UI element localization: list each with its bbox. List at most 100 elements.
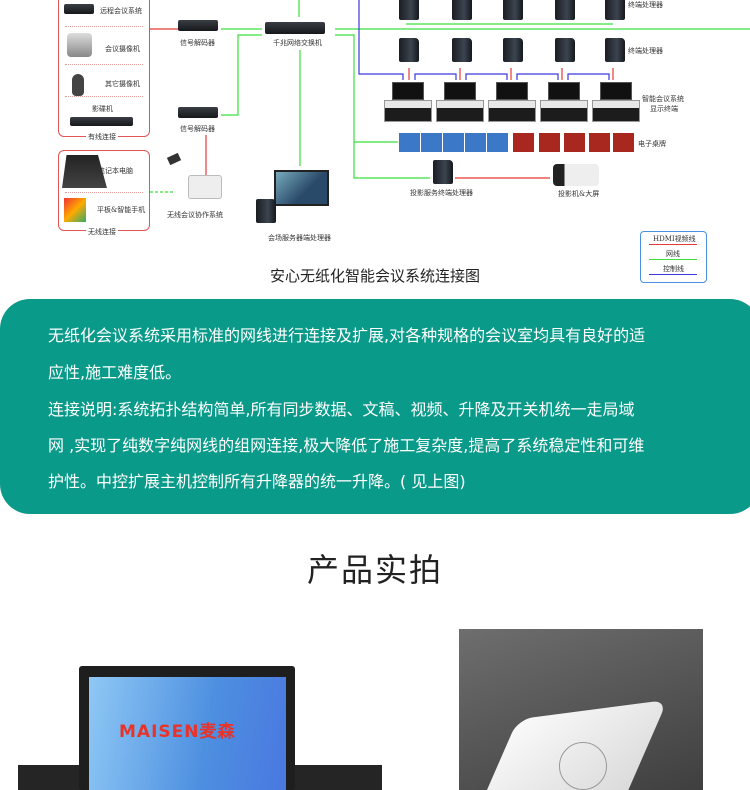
diagram-element	[399, 133, 420, 152]
diagram-element	[444, 82, 476, 100]
diagram-element	[65, 96, 143, 97]
server-label: 会场服务器端处理器	[268, 234, 331, 242]
terminal-icon	[605, 0, 625, 20]
brand-logo: MAISEN麦森	[119, 722, 236, 742]
dvd-player-icon	[70, 117, 133, 126]
diagram-element	[358, 0, 404, 80]
decoder-icon	[178, 20, 218, 31]
diagram-element	[414, 73, 457, 80]
diagram-element	[540, 82, 588, 122]
decoder-icon	[178, 107, 218, 118]
projector-icon	[553, 164, 599, 186]
control-panel-photo	[459, 629, 703, 790]
projection-terminal-icon	[433, 160, 453, 184]
display-terminal-icon	[592, 82, 640, 122]
switch-label: 千兆网络交换机	[273, 39, 322, 47]
connection-lines	[149, 0, 750, 193]
camera-icon	[67, 33, 92, 57]
display-terminal-label: 显示终端	[650, 105, 678, 113]
diagram-element	[465, 73, 508, 80]
diagram-element	[384, 100, 432, 122]
legend: HDMI视频线 网线 控制线	[640, 231, 707, 283]
label: 远程会议系统	[100, 7, 142, 15]
net-line	[221, 34, 262, 116]
router-icon	[188, 175, 222, 199]
diagram-element	[555, 38, 575, 62]
products-heading: 产品实拍	[306, 551, 443, 589]
label: 影碟机	[92, 105, 113, 113]
description-line: 网 ,实现了纯数字纯网线的组网连接,极大降低了施工复杂度,提高了系统稳定性和可维	[48, 436, 645, 455]
lift-monitor-photo: MAISEN麦森	[79, 666, 295, 790]
display-terminal-label: 智能会议系统	[642, 95, 684, 103]
server-tower-icon	[256, 199, 276, 223]
diagram-element	[436, 82, 484, 122]
diagram-element	[487, 133, 508, 152]
diagram-element	[540, 100, 588, 122]
diagram-element	[600, 82, 632, 100]
decoder-label: 信号解码器	[180, 39, 215, 47]
description-line: 护性。中控扩展主机控制所有升降器的统一升降。( 见上图)	[48, 472, 466, 491]
diagram-element	[384, 82, 432, 122]
diagram-caption: 安心无纸化智能会议系统连接图	[269, 267, 480, 285]
video-conference-device	[64, 4, 94, 14]
diagram-element	[436, 100, 484, 122]
diagram-element: MAISEN麦森	[89, 677, 286, 790]
diagram-element	[452, 38, 472, 62]
terminal-icon	[605, 38, 625, 62]
diagram-element	[65, 64, 143, 65]
label: 平板&智能手机	[97, 206, 146, 214]
diagram-element	[358, 0, 610, 80]
diagram-element	[465, 133, 486, 152]
monitor-icon	[274, 170, 329, 206]
description-panel: 无纸化会议系统采用标准的网线进行连接及扩展,对各种规格的会议室均具有良好的适 应…	[0, 299, 750, 514]
label: 其它摄像机	[105, 80, 140, 88]
legend-net: 网线	[666, 250, 680, 258]
terminal-label: 终端处理器	[628, 1, 663, 9]
switch-icon	[265, 22, 325, 34]
diagram-element	[488, 82, 536, 122]
terminal-label: 终端处理器	[628, 47, 663, 55]
table-sign-icon	[613, 133, 634, 152]
diagram-element	[392, 82, 424, 100]
laptop-icon	[62, 155, 107, 188]
diagram-element	[649, 244, 697, 245]
diagram-element	[335, 34, 430, 179]
legend-hdmi: HDMI视频线	[653, 235, 696, 243]
wireless-system-label: 无线会议协作系统	[167, 211, 223, 219]
diagram-element	[488, 100, 536, 122]
diagram-element	[649, 274, 697, 275]
diagram-element	[421, 133, 442, 152]
diagram-element	[149, 28, 614, 179]
diagram-element	[567, 73, 610, 80]
description-line: 连接说明:系统拓扑结构简单,所有同步数据、文稿、视频、升降及开关机统一走局域	[48, 400, 635, 419]
description-line: 无纸化会议系统采用标准的网线进行连接及扩展,对各种规格的会议室均具有良好的适	[48, 326, 646, 345]
round-button-icon	[559, 742, 607, 790]
diagram-element	[516, 73, 559, 80]
diagram-element	[539, 133, 560, 152]
description-line: 应性,施工难度低。	[48, 363, 182, 382]
diagram-element	[65, 26, 143, 27]
diagram-element	[503, 0, 523, 20]
tablet-icon	[64, 198, 86, 222]
table-sign-label: 电子桌牌	[638, 140, 666, 148]
diagram-element	[649, 259, 697, 260]
group-title: 无线连接	[86, 227, 118, 237]
group-title: 有线连接	[86, 132, 118, 142]
projector-label: 投影机&大屏	[558, 190, 600, 198]
diagram-element	[548, 82, 580, 100]
diagram-element	[503, 38, 523, 62]
legend-control: 控制线	[663, 265, 684, 273]
diagram-element	[452, 0, 472, 20]
decoder-label: 信号解码器	[180, 125, 215, 133]
diagram-element	[564, 133, 585, 152]
diagram-element	[555, 0, 575, 20]
diagram-element	[589, 133, 610, 152]
diagram-element	[592, 100, 640, 122]
diagram-element	[150, 0, 750, 193]
diagram-element	[513, 133, 534, 152]
diagram-element	[399, 38, 419, 62]
diagram-element	[496, 82, 528, 100]
label: 会议摄像机	[105, 45, 140, 53]
projection-terminal-label: 投影服务终端处理器	[410, 189, 473, 197]
diagram-element	[399, 0, 419, 20]
